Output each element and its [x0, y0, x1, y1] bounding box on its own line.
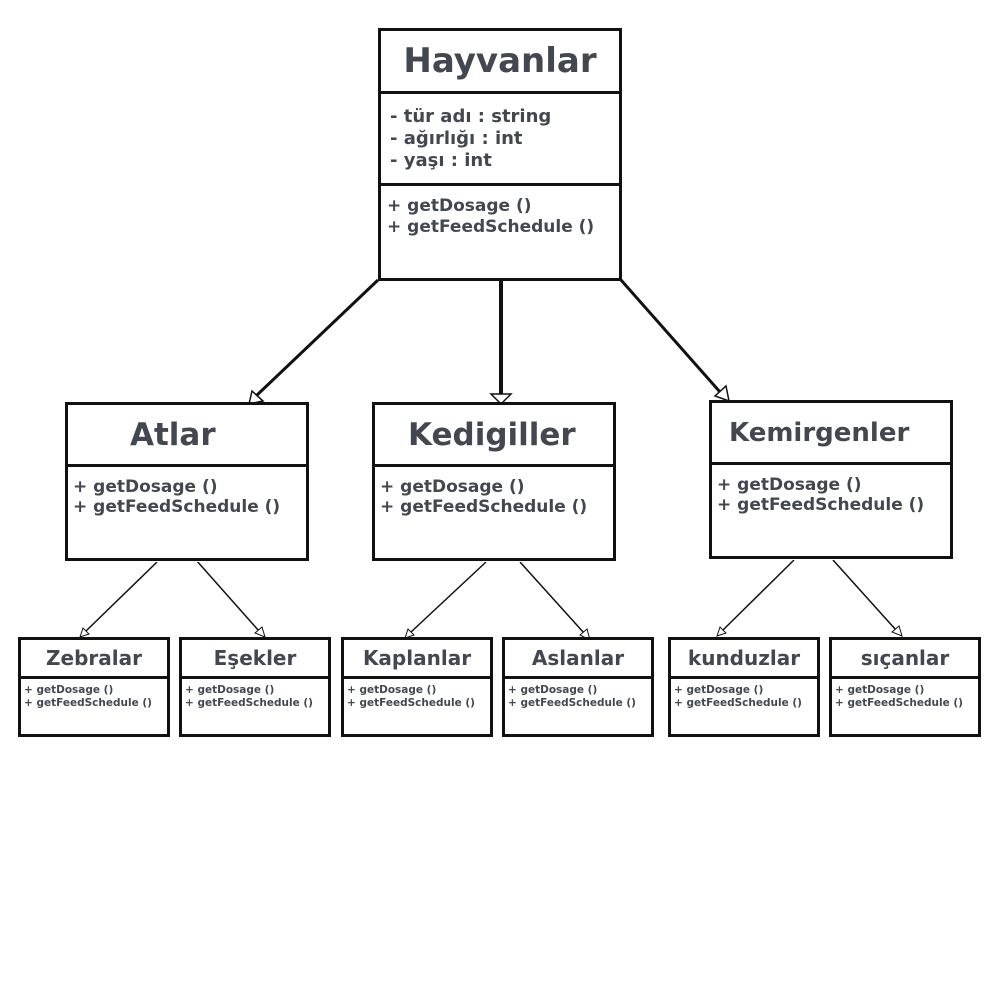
- arrow-hayvanlar-kemirgenler: [619, 279, 730, 403]
- class-operations: + getDosage () + getFeedSchedule (): [709, 462, 953, 559]
- arrow-kemirgenler-kunduzlar: [716, 559, 795, 637]
- operation: + getDosage (): [347, 684, 437, 696]
- class-kunduzlar: kunduzlar + getDosage () + getFeedSchedu…: [668, 637, 820, 737]
- arrow-kemirgenler-sicanlar: [832, 559, 903, 637]
- class-operations: + getDosage () + getFeedSchedule (): [829, 676, 981, 737]
- class-name: Kemirgenler: [709, 400, 953, 465]
- class-operations: + getDosage () + getFeedSchedule (): [668, 676, 820, 737]
- operation: + getFeedSchedule (): [347, 697, 475, 709]
- class-attributes: - tür adı : string - ağırlığı : int - ya…: [378, 91, 622, 186]
- class-operations: + getDosage () + getFeedSchedule (): [179, 676, 331, 737]
- class-name: Aslanlar: [502, 637, 654, 679]
- arrow-atlar-zebralar: [79, 561, 158, 638]
- class-name: Zebralar: [18, 637, 170, 679]
- class-kemirgenler: Kemirgenler + getDosage () + getFeedSche…: [709, 400, 953, 560]
- operation: + getFeedSchedule (): [380, 497, 588, 517]
- operation: + getDosage (): [380, 477, 525, 497]
- operation: + getDosage (): [674, 684, 764, 696]
- class-name: Kaplanlar: [341, 637, 493, 679]
- operation: + getDosage (): [24, 684, 114, 696]
- arrow-atlar-esekler: [195, 559, 266, 638]
- attribute: - ağırlığı : int: [390, 128, 523, 149]
- class-name: Hayvanlar: [378, 28, 622, 94]
- class-operations: + getDosage () + getFeedSchedule (): [372, 464, 616, 561]
- class-atlar: Atlar + getDosage () + getFeedSchedule (…: [65, 402, 309, 562]
- class-kedigiller: Kedigiller + getDosage () + getFeedSched…: [372, 402, 616, 562]
- arrow-kedigiller-kaplanlar: [404, 561, 487, 639]
- class-operations: + getDosage () + getFeedSchedule (): [341, 676, 493, 737]
- operation: + getFeedSchedule (): [674, 697, 802, 709]
- arrow-kedigiller-aslanlar: [519, 561, 591, 641]
- class-esekler: Eşekler + getDosage () + getFeedSchedule…: [179, 637, 331, 737]
- operation: + getFeedSchedule (): [508, 697, 636, 709]
- class-operations: + getDosage () + getFeedSchedule (): [378, 183, 622, 281]
- operation: + getFeedSchedule (): [185, 697, 313, 709]
- class-name: Kedigiller: [372, 402, 616, 467]
- operation: + getDosage (): [387, 196, 532, 216]
- operation: + getFeedSchedule (): [73, 497, 281, 517]
- arrow-hayvanlar-kedigiller: [489, 279, 513, 406]
- operation: + getDosage (): [835, 684, 925, 696]
- operation: + getFeedSchedule (): [387, 217, 595, 237]
- class-operations: + getDosage () + getFeedSchedule (): [65, 464, 309, 561]
- class-zebralar: Zebralar + getDosage () + getFeedSchedul…: [18, 637, 170, 737]
- operation: + getDosage (): [73, 477, 218, 497]
- class-name: kunduzlar: [668, 637, 820, 679]
- class-hayvanlar: Hayvanlar - tür adı : string - ağırlığı …: [378, 28, 622, 281]
- class-name: sıçanlar: [829, 637, 981, 679]
- class-aslanlar: Aslanlar + getDosage () + getFeedSchedul…: [502, 637, 654, 737]
- arrow-hayvanlar-atlar: [248, 278, 380, 405]
- attribute: - yaşı : int: [390, 150, 492, 171]
- class-name: Atlar: [65, 402, 309, 467]
- attribute: - tür adı : string: [390, 106, 552, 127]
- operation: + getFeedSchedule (): [24, 697, 152, 709]
- class-operations: + getDosage () + getFeedSchedule (): [18, 676, 170, 737]
- class-sicanlar: sıçanlar + getDosage () + getFeedSchedul…: [829, 637, 981, 737]
- class-operations: + getDosage () + getFeedSchedule (): [502, 676, 654, 737]
- class-name: Eşekler: [179, 637, 331, 679]
- operation: + getDosage (): [717, 475, 862, 495]
- operation: + getFeedSchedule (): [717, 495, 925, 515]
- operation: + getFeedSchedule (): [835, 697, 963, 709]
- operation: + getDosage (): [185, 684, 275, 696]
- operation: + getDosage (): [508, 684, 598, 696]
- class-kaplanlar: Kaplanlar + getDosage () + getFeedSchedu…: [341, 637, 493, 737]
